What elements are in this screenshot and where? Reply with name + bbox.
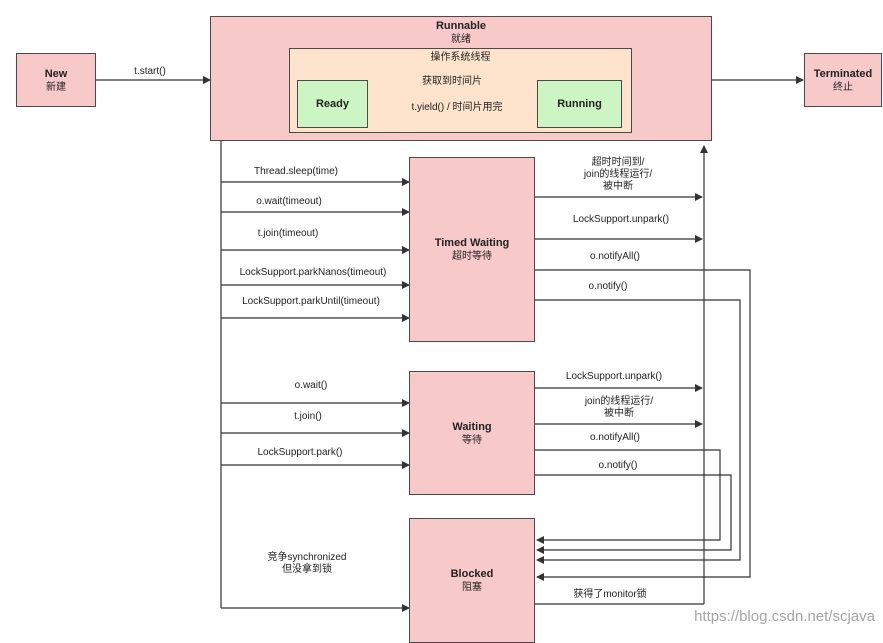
label-tw-notify-all: o.notifyAll() (589, 251, 641, 262)
state-blocked-cn: 阻塞 (462, 582, 482, 593)
label-wait-timeout: o.wait(timeout) (256, 196, 322, 207)
arrow-tw-notify-all (535, 269, 751, 581)
state-ready: Ready (297, 80, 368, 128)
label-tw-notify: o.notify() (588, 281, 628, 292)
state-blocked-en: Blocked (450, 568, 494, 580)
label-got-monitor: 获得了monitor锁 (573, 589, 647, 600)
state-waiting-en: Waiting (452, 420, 492, 433)
os-thread-label: 操作系统线程 (430, 52, 491, 63)
label-join-timeout: t.join(timeout) (257, 228, 319, 239)
label-tw-timeout-2: join的线程运行/ (583, 169, 653, 180)
arrow-tw-notify (535, 299, 741, 564)
state-terminated: Terminated 终止 (804, 53, 882, 107)
label-tw-unpark: LockSupport.unpark() (572, 214, 670, 225)
label-w-notify: o.notify() (598, 460, 638, 471)
label-tw-timeout-3: 被中断 (603, 181, 633, 192)
label-park-nanos: LockSupport.parkNanos(timeout) (239, 267, 387, 278)
state-runnable-en: Runnable (435, 20, 487, 32)
label-w-join-1: join的线程运行/ (584, 396, 654, 407)
state-running: Running (537, 80, 622, 128)
label-park: LockSupport.park() (257, 447, 343, 458)
label-sleep: Thread.sleep(time) (254, 166, 338, 177)
label-w-notify-all: o.notifyAll() (589, 432, 641, 443)
label-sync-1: 竞争synchronized (267, 552, 347, 563)
label-join: t.join() (294, 411, 322, 422)
state-new-cn: 新建 (46, 81, 66, 93)
state-timed-waiting-en: Timed Waiting (434, 237, 510, 249)
watermark: https://blog.csdn.net/scjava (694, 608, 875, 625)
label-yield: t.yield() / 时间片用完 (411, 102, 503, 113)
arrow-w-notify-all (535, 449, 721, 544)
state-terminated-en: Terminated (813, 67, 873, 80)
arrow-w-notify (535, 474, 732, 554)
state-timed-waiting-cn: 超时等待 (452, 251, 492, 262)
label-t-start: t.start() (134, 66, 166, 77)
state-blocked: Blocked 阻塞 (409, 518, 535, 643)
state-timed-waiting: Timed Waiting 超时等待 (409, 157, 535, 342)
label-get-slice: 获取到时间片 (422, 76, 482, 87)
label-park-until: LockSupport.parkUntil(timeout) (242, 296, 380, 307)
label-tw-timeout-1: 超时时间到/ (591, 157, 645, 168)
state-running-label: Running (557, 98, 602, 110)
state-terminated-cn: 终止 (833, 81, 853, 93)
state-waiting: Waiting 等待 (409, 371, 535, 495)
state-waiting-cn: 等待 (462, 434, 482, 446)
state-new-en: New (44, 67, 68, 80)
state-new: New 新建 (16, 53, 96, 107)
state-ready-label: Ready (315, 98, 350, 110)
label-w-join-2: 被中断 (604, 408, 634, 419)
label-sync-2: 但没拿到锁 (282, 564, 332, 575)
state-runnable-cn: 就绪 (451, 34, 471, 45)
label-w-unpark: LockSupport.unpark() (565, 371, 663, 382)
label-wait: o.wait() (294, 380, 328, 391)
